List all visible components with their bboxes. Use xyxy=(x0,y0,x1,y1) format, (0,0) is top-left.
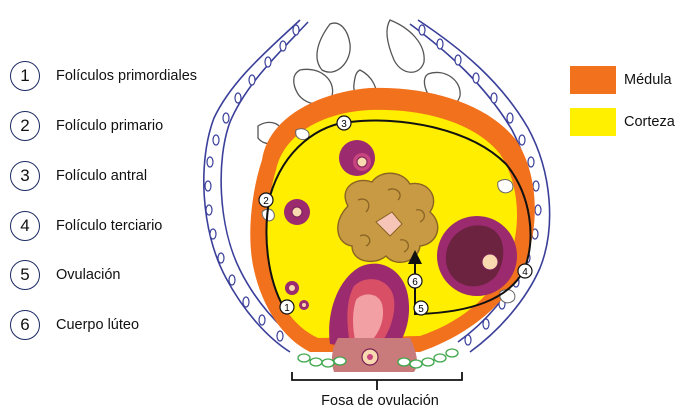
marker-6: 6 xyxy=(408,274,422,288)
marker-2: 2 xyxy=(259,193,273,207)
tertiary-follicle xyxy=(437,216,517,296)
svg-text:3: 3 xyxy=(341,119,347,130)
marker-5: 5 xyxy=(414,301,428,315)
svg-text:2: 2 xyxy=(263,196,269,207)
svg-text:1: 1 xyxy=(284,303,290,314)
marker-4: 4 xyxy=(518,264,532,278)
antral-follicle xyxy=(339,140,375,176)
svg-text:4: 4 xyxy=(522,267,528,278)
fossa-bracket xyxy=(292,372,462,390)
svg-text:6: 6 xyxy=(412,277,418,288)
svg-text:5: 5 xyxy=(418,304,424,315)
primary-follicle xyxy=(284,199,310,225)
marker-3: 3 xyxy=(337,116,351,130)
marker-1: 1 xyxy=(280,300,294,314)
ovulation-fossa-label: Fosa de ovulación xyxy=(250,393,510,409)
